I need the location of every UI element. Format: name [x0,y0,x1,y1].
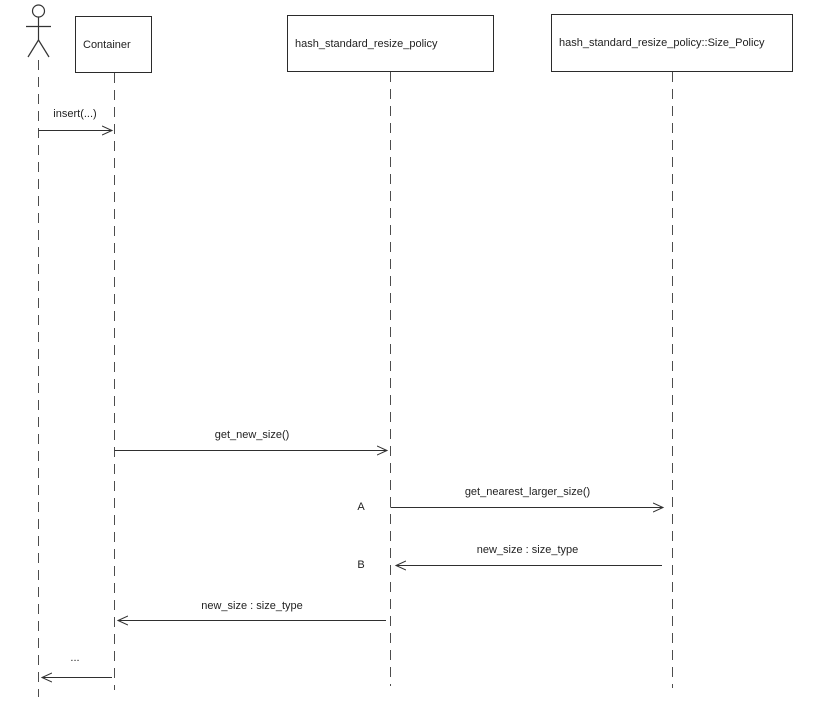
lifelines [38,60,673,697]
actor-leg-left [27,39,40,58]
actor-head [31,4,46,18]
actor-icon [26,4,51,58]
sequence-marker-a: A [357,501,365,513]
actor-leg-right [37,39,50,58]
message-arrows [38,131,664,678]
message-label-insert: insert(...) [53,108,97,120]
message-label-get-new-size: get_new_size() [214,429,290,441]
participant-box-resize-policy: hash_standard_resize_policy [287,15,494,72]
participant-label: Container [83,38,131,51]
message-label-get-nearest-larger-size: get_nearest_larger_size() [464,486,591,498]
participant-label: hash_standard_resize_policy::Size_Policy [559,37,765,49]
sequence-marker-b: B [357,559,365,571]
message-label-new-size-to-container: new_size : size_type [201,600,303,612]
participant-box-size-policy: hash_standard_resize_policy::Size_Policy [551,14,793,72]
message-label-ellipsis-return: ... [70,652,80,664]
message-label-new-size-to-policy: new_size : size_type [476,544,579,556]
participant-box-container: Container [75,16,152,73]
participant-label: hash_standard_resize_policy [295,37,438,50]
